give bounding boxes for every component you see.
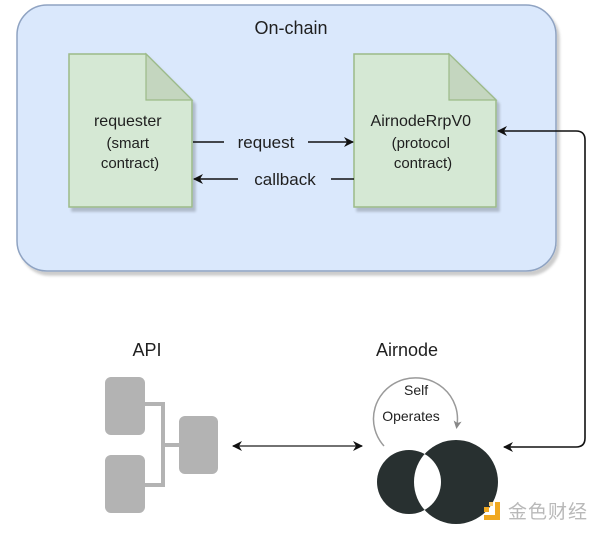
airnode-rrp-node[interactable]: AirnodeRrpV0 (protocol contract) [353, 52, 498, 208]
requester-fold [145, 52, 194, 101]
callback-edge: callback [193, 170, 354, 189]
request-label: request [238, 133, 295, 152]
api-label: API [132, 340, 161, 360]
watermark-text: 金色财经 [508, 501, 589, 523]
airnode-logo-icon [377, 440, 498, 524]
airnode-label: Airnode [376, 340, 438, 360]
airnode-rrp-subtitle-2: contract) [394, 155, 452, 172]
api-node[interactable]: API [105, 340, 218, 513]
svg-text:AirnodeRrpV0 (protocol: AirnodeRrpV0 (protocol contract) [371, 113, 476, 172]
self-loop-text-1: Self [404, 382, 428, 398]
self-operates-loop: Self Operates [372, 377, 462, 447]
requester-title: requester [94, 113, 162, 130]
on-chain-label: On-chain [254, 18, 327, 38]
airnode-rrp-fold [448, 52, 498, 101]
requester-subtitle-2: contract) [101, 155, 159, 172]
svg-text:requester (smart c: requester (smart contract) [94, 113, 166, 172]
watermark: 金色财经 [482, 497, 588, 524]
airnode-node[interactable]: Airnode Self Operates [372, 340, 498, 524]
airnode-rrp-subtitle-1: (protocol [392, 135, 450, 152]
self-loop-arc [372, 377, 462, 447]
svg-text:Self Operates: Self Operates [382, 382, 440, 424]
self-loop-text-2: Operates [382, 408, 440, 424]
airnode-to-rrp-connector [497, 126, 586, 452]
requester-subtitle-1: (smart [107, 135, 150, 152]
request-edge: request [193, 133, 354, 152]
callback-label: callback [254, 170, 316, 189]
requester-node[interactable]: requester (smart contract) [68, 52, 194, 208]
api-network-icon [105, 377, 218, 513]
watermark-logo-icon [482, 500, 502, 522]
airnode-rrp-title: AirnodeRrpV0 [371, 113, 472, 130]
